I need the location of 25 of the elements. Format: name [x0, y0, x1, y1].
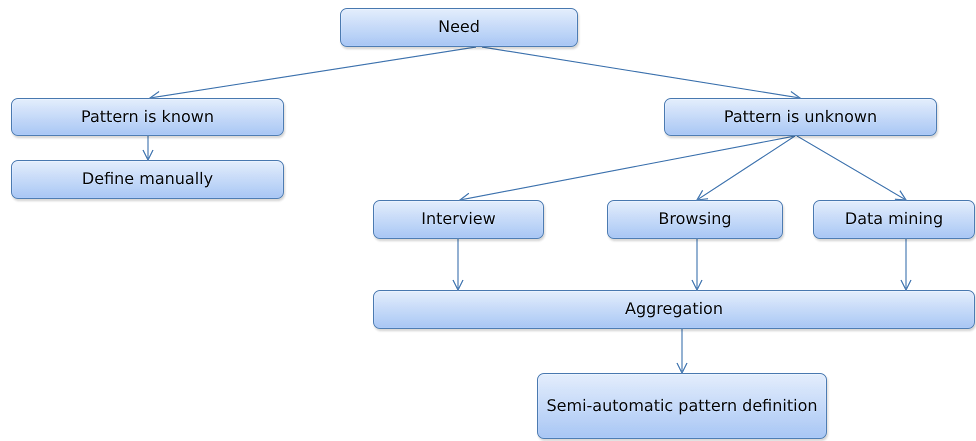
process-box: [373, 200, 544, 239]
box-label: Pattern is known: [81, 106, 214, 128]
box-label: Browsing: [658, 209, 732, 230]
process-box: [537, 373, 827, 439]
box-label: Interview: [421, 209, 496, 230]
process-box: [373, 290, 975, 329]
box-label: Data mining: [844, 209, 944, 230]
process-box: [11, 160, 284, 199]
box-label: Need: [438, 17, 480, 38]
arrow: [452, 239, 464, 291]
arrow: [900, 239, 912, 291]
arrow: [676, 329, 688, 374]
process-box: [813, 200, 975, 239]
arrow: [142, 136, 154, 161]
arrow: [696, 136, 796, 201]
arrow: [796, 135, 907, 201]
process-box: [11, 98, 284, 136]
process-box: [607, 200, 783, 239]
box-label: Define manually: [82, 169, 214, 190]
box-label: Semi-automatic pattern definition: [546, 396, 818, 416]
process-box: [664, 98, 937, 136]
process-box: [340, 8, 578, 47]
arrow: [691, 239, 703, 291]
box-label: Pattern is unknown: [724, 106, 878, 128]
box-label: Aggregation: [625, 299, 723, 320]
